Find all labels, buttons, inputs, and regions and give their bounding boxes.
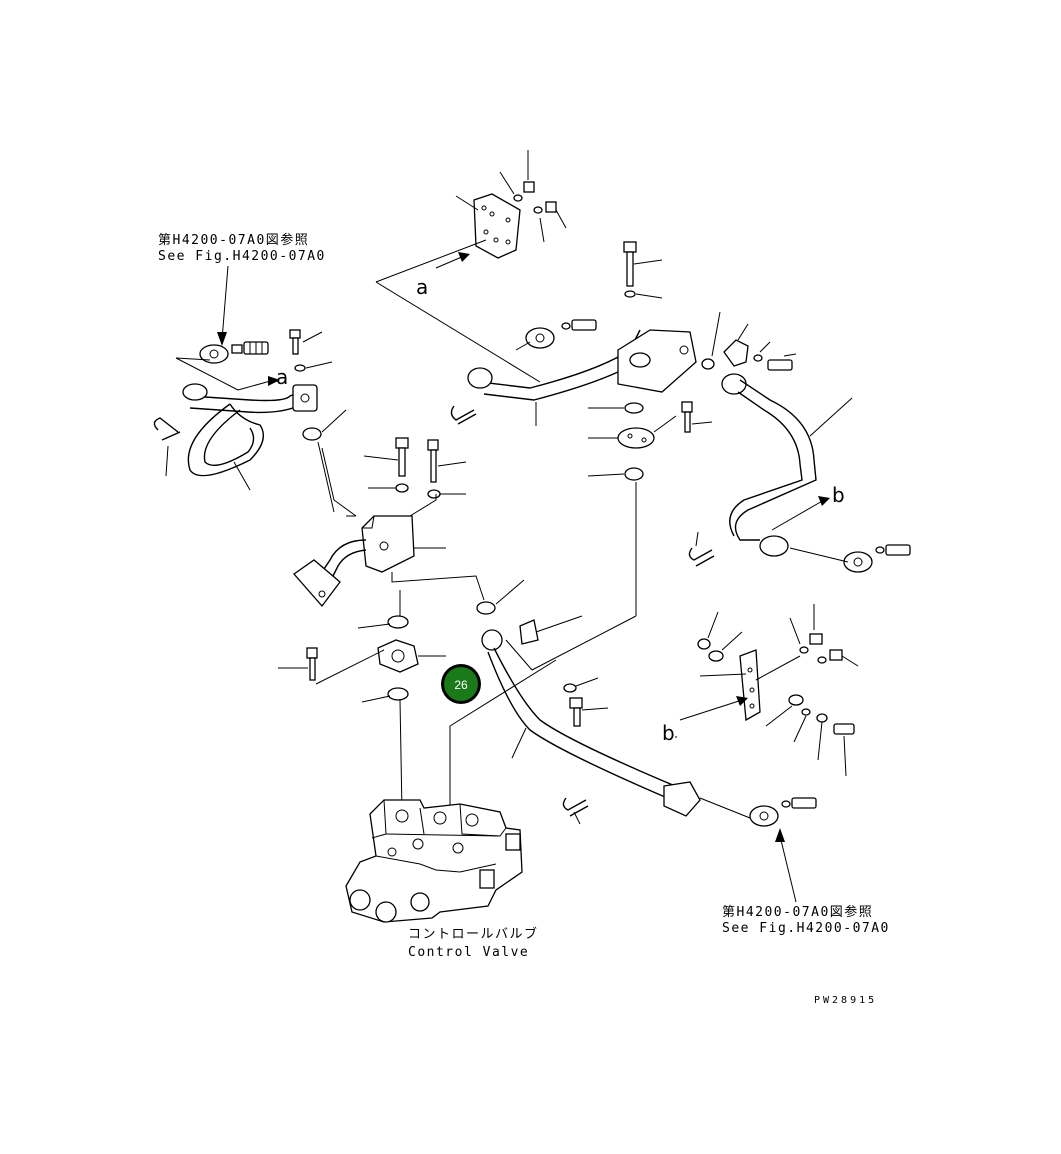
bolt-small-left <box>289 329 333 372</box>
control-valve-label-jp: コントロールバルブ <box>408 926 539 942</box>
control-valve-body <box>345 799 523 923</box>
letter-a-top: a <box>416 275 428 299</box>
top-bracket <box>455 150 567 259</box>
ref-label-top-left-jp: 第H4200-07A0図参照 <box>158 232 309 248</box>
right-flange <box>789 544 911 573</box>
badge-number: 26 <box>454 678 468 692</box>
top-center-flange <box>515 319 597 351</box>
part-number-badge[interactable]: 26 <box>441 664 481 704</box>
ref-label-bottom-right-jp: 第H4200-07A0図参照 <box>722 904 873 920</box>
letter-b-right: b <box>832 483 845 507</box>
left-pipe <box>182 383 318 491</box>
control-valve-label-en: Control Valve <box>408 945 529 960</box>
lower-left-flange <box>278 639 446 685</box>
right-bracket <box>697 604 859 777</box>
drawing-code: PW28915 <box>814 995 877 1006</box>
center-flange <box>588 401 713 449</box>
left-flange-group <box>199 341 269 364</box>
lower-center-pipe <box>481 629 701 817</box>
top-center-pipe <box>467 329 697 426</box>
letter-b-lower: b <box>662 721 675 745</box>
lower-center-bolt <box>569 697 609 727</box>
ref-label-top-left-en: See Fig.H4200-07A0 <box>158 249 326 264</box>
right-pipe <box>721 373 853 557</box>
lower-right-flange <box>699 797 817 827</box>
top-center-bolt <box>623 241 663 299</box>
center-bolts <box>363 437 467 499</box>
letter-a-left: a <box>276 365 288 389</box>
ref-label-bottom-right-en: See Fig.H4200-07A0 <box>722 921 890 936</box>
right-clamp-group <box>701 311 797 371</box>
center-valve-block <box>293 447 485 608</box>
